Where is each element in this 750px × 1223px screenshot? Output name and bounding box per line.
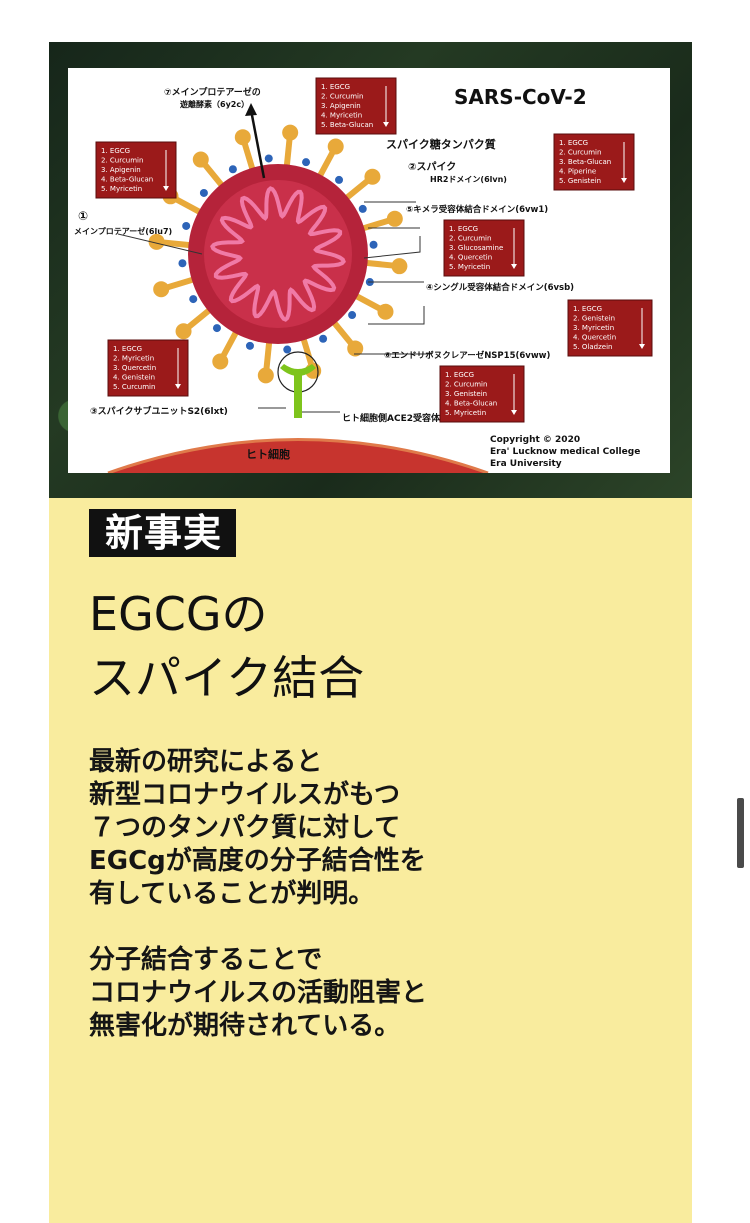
- new-fact-tag: 新事実: [89, 509, 237, 557]
- compound-item: 4. Beta-Glucan: [101, 176, 153, 184]
- compound-item: 2. Curcumin: [445, 381, 487, 389]
- label-spike-glycoprotein: スパイク糖タンパク質: [386, 137, 496, 151]
- headline: EGCGの スパイク結合: [89, 582, 669, 710]
- label-protein-1-line2: メインプロテアーゼ(6lu7): [74, 226, 172, 236]
- compound-item: 3. Glucosamine: [449, 244, 503, 252]
- compound-item: 1. EGCG: [449, 225, 478, 233]
- copyright-line1: Copyright © 2020: [490, 435, 580, 445]
- compound-item: 1. EGCG: [573, 305, 602, 313]
- label-protein-7-line2: 遊離酵素（6y2c）: [180, 99, 249, 109]
- virus-spikes: [148, 124, 408, 384]
- compound-item: 2. Curcumin: [559, 149, 601, 157]
- compound-item: 3. Genistein: [445, 390, 487, 398]
- compound-item: 5. Genistein: [559, 177, 601, 185]
- compound-item: 4. Quercetin: [573, 334, 616, 342]
- body-line: 新型コロナウイルスがもつ: [89, 780, 400, 810]
- body-line: コロナウイルスの活動阻害と: [89, 978, 428, 1008]
- body-line: 最新の研究によると: [89, 747, 323, 777]
- virus-rna: [210, 186, 346, 322]
- compound-item: 2. Curcumin: [321, 93, 363, 101]
- compound-box-p1: [95, 141, 177, 199]
- compound-item: 5. Beta-Glucan: [321, 121, 373, 129]
- body-line: ７つのタンパク質に対して: [89, 813, 401, 843]
- body-line: EGCgが高度の分子結合性を: [89, 846, 426, 876]
- compound-item: 2. Myricetin: [113, 355, 154, 363]
- compound-item: 4. Genistein: [113, 374, 155, 382]
- ace2-receptor: [280, 364, 316, 376]
- compound-item: 4. Beta-Glucan: [445, 400, 497, 408]
- label-protein-4: ④シングル受容体結合ドメイン(6vsb): [426, 282, 574, 293]
- scrollbar-thumb[interactable]: [737, 798, 744, 868]
- copyright-line3: Era University: [490, 459, 562, 469]
- virus-diagram-image: ヒト細胞: [68, 68, 670, 473]
- compound-item: 1. EGCG: [445, 371, 474, 379]
- compound-item: 1. EGCG: [321, 83, 350, 91]
- headline-line: スパイク結合: [89, 651, 365, 705]
- compound-item: 1. EGCG: [113, 345, 142, 353]
- compound-box-p5: [443, 219, 525, 277]
- compound-item: 3. Beta-Glucan: [559, 158, 611, 166]
- compound-item: 1. EGCG: [559, 139, 588, 147]
- label-protein-3: ③スパイクサブユニットS2(6lxt): [90, 405, 228, 417]
- body-text: 最新の研究によると 新型コロナウイルスがもつ ７つのタンパク質に対して EGCg…: [89, 746, 669, 1043]
- label-protein-1-line1: ①: [78, 209, 88, 223]
- label-protein-2-line2: HR2ドメイン(6lvn): [430, 175, 507, 184]
- label-protein-5: ⑤キメラ受容体結合ドメイン(6vw1): [406, 204, 548, 215]
- compound-item: 5. Curcumin: [113, 383, 155, 391]
- compound-item: 5. Myricetin: [101, 185, 142, 193]
- body-line: 有していることが判明。: [89, 879, 375, 909]
- label-ace2-receptor: ヒト細胞側ACE2受容体: [342, 412, 441, 424]
- compound-item: 3. Apigenin: [101, 166, 141, 174]
- body-line: 分子結合することで: [89, 945, 323, 975]
- article-card: ヒト細胞: [49, 42, 692, 1223]
- compound-item: 2. Curcumin: [449, 235, 491, 243]
- compound-item: 1. EGCG: [101, 147, 130, 155]
- compound-box-p6: [439, 365, 525, 423]
- host-cell-label: ヒト細胞: [246, 447, 290, 461]
- compound-box-p7: [315, 77, 397, 135]
- compound-item: 5. Oladzein: [573, 343, 612, 351]
- diagram-title: SARS-CoV-2: [454, 85, 587, 109]
- body-line: 無害化が期待されている。: [89, 1011, 401, 1041]
- label-protein-7-line1: ⑦メインプロテアーゼの: [164, 86, 261, 98]
- label-protein-2-line1: ②スパイク: [408, 161, 456, 173]
- compound-item: 4. Piperine: [559, 168, 596, 176]
- compound-item: 3. Quercetin: [113, 364, 156, 372]
- compound-box-p4: [567, 299, 653, 357]
- headline-line: EGCGの: [89, 587, 268, 641]
- label-protein-6: ⑥エンドリボヌクレアーゼNSP15(6vww): [384, 350, 551, 361]
- virus-diagram: ヒト細胞: [74, 77, 653, 473]
- compound-item: 3. Apigenin: [321, 102, 361, 110]
- compound-item: 4. Myricetin: [321, 112, 362, 120]
- figure-frame: ヒト細胞: [49, 42, 692, 498]
- compound-item: 2. Genistein: [573, 315, 615, 323]
- compound-item: 3. Myricetin: [573, 324, 614, 332]
- compound-item: 4. Quercetin: [449, 254, 492, 262]
- compound-item: 2. Curcumin: [101, 157, 143, 165]
- copyright-line2: Era' Lucknow medical College: [490, 447, 640, 457]
- compound-item: 5. Myricetin: [449, 263, 490, 271]
- compound-item: 5. Myricetin: [445, 409, 486, 417]
- compound-box-p3: [107, 339, 189, 397]
- compound-box-p2: [553, 133, 635, 191]
